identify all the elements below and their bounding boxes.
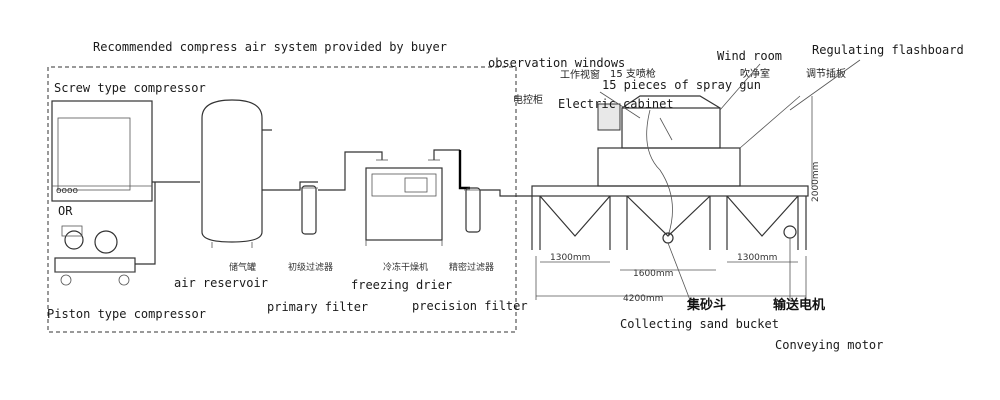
dim-1300-right: 1300mm	[737, 253, 777, 263]
piston-compressor	[54, 225, 136, 286]
sand-bucket-cn: 集砂斗	[686, 297, 726, 313]
dim-1600: 1600mm	[633, 269, 673, 279]
spray-gun-label: 15 pieces of spray gun	[602, 78, 761, 92]
primary-filter-cn: 初级过滤器	[288, 261, 333, 273]
freezing-drier-cn: 冷冻干燥机	[383, 261, 428, 273]
precision-filter-cn: 精密过滤器	[449, 261, 494, 273]
precision-filter-label: precision filter	[412, 299, 528, 313]
air-reservoir-label: air reservoir	[174, 276, 268, 290]
electric-cabinet-label: Electric cabinet	[558, 97, 674, 111]
air-reservoir-cn: 储气罐	[229, 261, 256, 273]
primary-filter-label: primary filter	[267, 300, 368, 314]
electric-cabinet-cn: 电控柜	[513, 93, 543, 106]
blasting-machine	[531, 95, 813, 250]
dim-2000: 2000mm	[811, 162, 821, 202]
spray-gun-cn: 15 支喷枪	[610, 67, 656, 80]
freezing-drier	[365, 159, 443, 246]
dim-4200: 4200mm	[623, 294, 663, 304]
motor-cn: 输送电机	[773, 297, 825, 313]
dim-1300-left: 1300mm	[550, 253, 590, 263]
wind-room-label: Wind room	[717, 49, 782, 63]
screw-compressor: oooo	[51, 100, 153, 202]
pipe-piston-to-reservoir	[135, 182, 156, 265]
precision-filter	[464, 187, 482, 233]
piston-compressor-label: Piston type compressor	[47, 307, 206, 321]
svg-text:oooo: oooo	[56, 186, 79, 196]
screw-compressor-label: Screw type compressor	[54, 81, 206, 95]
collecting-sand-bucket-label: Collecting sand bucket	[620, 317, 779, 331]
or-label: OR	[58, 204, 73, 218]
flashboard-cn: 调节插板	[806, 67, 846, 80]
system-title: Recommended compress air system provided…	[93, 40, 447, 54]
air-reservoir	[201, 99, 263, 248]
dimension-lines	[535, 256, 807, 300]
freezing-drier-label: freezing drier	[351, 278, 452, 292]
buyer-system-boundary	[47, 66, 517, 333]
conveying-motor-label: Conveying motor	[775, 338, 883, 352]
regulating-flashboard-label: Regulating flashboard	[812, 43, 964, 57]
observation-cn: 工作视窗	[560, 68, 600, 81]
primary-filter	[300, 185, 318, 235]
wind-room-cn: 吹净室	[740, 67, 770, 80]
observation-windows-label: observation windows	[488, 56, 625, 70]
